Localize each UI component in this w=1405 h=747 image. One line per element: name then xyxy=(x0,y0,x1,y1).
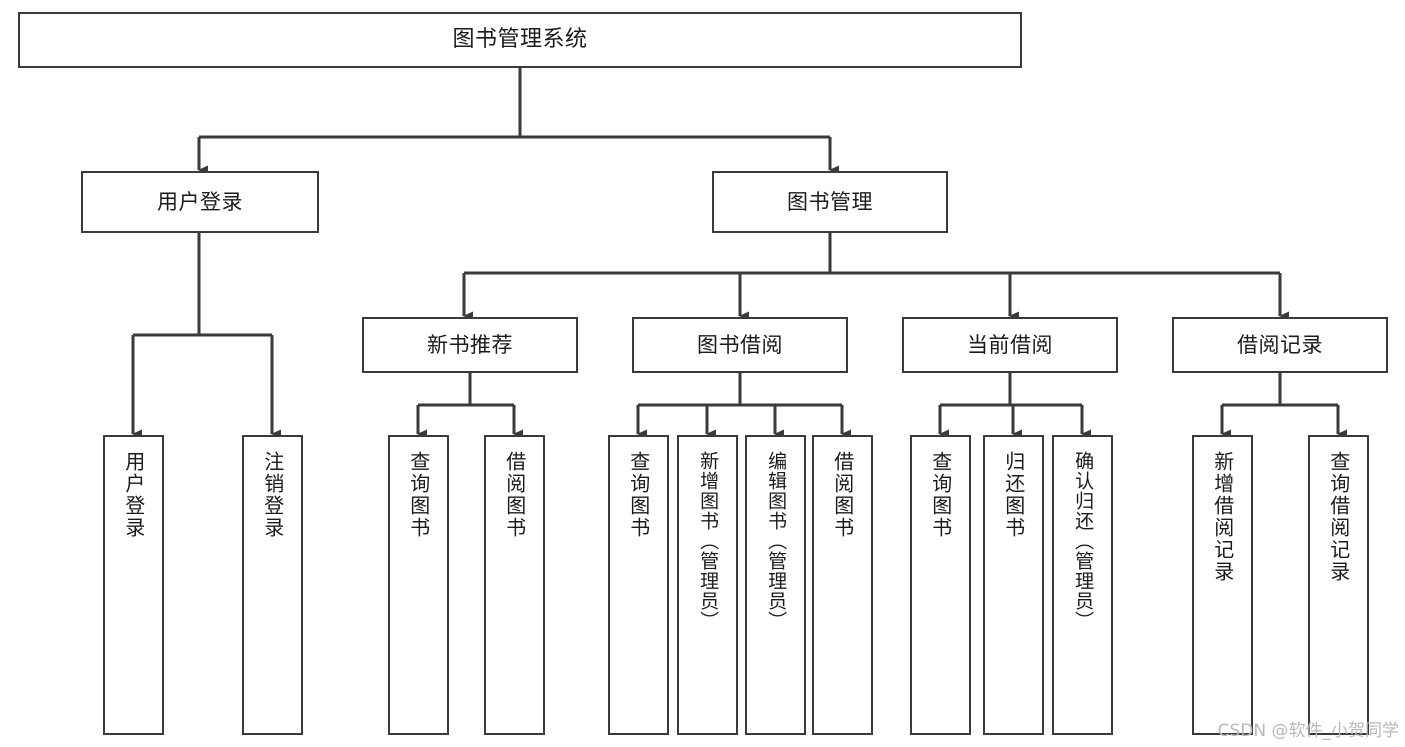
watermark-text: CSDN @软件_小贺同学 xyxy=(1217,721,1399,741)
node-label: 借阅图书 xyxy=(502,451,527,539)
node-label: 新增借阅记录 xyxy=(1210,451,1235,583)
node-leaf-confirm-return[interactable]: 确认归还（管理员） xyxy=(1052,435,1113,735)
node-leaf-query-book-rec[interactable]: 查询图书 xyxy=(388,435,449,735)
node-label: 确认归还（管理员） xyxy=(1072,451,1095,631)
node-leaf-query-book-borrow[interactable]: 查询图书 xyxy=(608,435,669,735)
node-root-system[interactable]: 图书管理系统 xyxy=(18,12,1022,68)
node-label: 查询图书 xyxy=(626,451,651,539)
node-label: 借阅记录 xyxy=(1237,332,1323,357)
connector-lines xyxy=(131,68,1347,439)
node-leaf-edit-book[interactable]: 编辑图书（管理员） xyxy=(745,435,806,735)
node-label: 用户登录 xyxy=(121,451,146,539)
node-label: 查询借阅记录 xyxy=(1326,451,1351,583)
node-label: 新增图书（管理员） xyxy=(697,451,720,631)
node-book-management[interactable]: 图书管理 xyxy=(712,171,948,233)
node-label: 用户登录 xyxy=(157,189,243,214)
node-label: 图书管理 xyxy=(787,189,873,214)
node-leaf-user-login[interactable]: 用户登录 xyxy=(103,435,164,735)
node-leaf-query-record[interactable]: 查询借阅记录 xyxy=(1308,435,1369,735)
node-borrow-records[interactable]: 借阅记录 xyxy=(1172,317,1388,373)
node-new-book-recommend[interactable]: 新书推荐 xyxy=(362,317,578,373)
node-label: 查询图书 xyxy=(406,451,431,539)
node-label: 编辑图书（管理员） xyxy=(765,451,788,631)
node-label: 图书借阅 xyxy=(697,332,783,357)
node-label: 当前借阅 xyxy=(967,332,1053,357)
node-leaf-borrow-book-rec[interactable]: 借阅图书 xyxy=(484,435,545,735)
node-leaf-query-book-current[interactable]: 查询图书 xyxy=(910,435,971,735)
node-leaf-return-book[interactable]: 归还图书 xyxy=(983,435,1044,735)
node-leaf-user-logout[interactable]: 注销登录 xyxy=(242,435,303,735)
node-current-borrow[interactable]: 当前借阅 xyxy=(902,317,1118,373)
node-leaf-borrow-book[interactable]: 借阅图书 xyxy=(812,435,873,735)
node-label: 查询图书 xyxy=(928,451,953,539)
node-leaf-add-record[interactable]: 新增借阅记录 xyxy=(1192,435,1253,735)
node-label: 注销登录 xyxy=(260,451,285,539)
node-user-login[interactable]: 用户登录 xyxy=(81,171,319,233)
node-leaf-add-book[interactable]: 新增图书（管理员） xyxy=(677,435,738,735)
node-label: 新书推荐 xyxy=(427,332,513,357)
node-book-borrow[interactable]: 图书借阅 xyxy=(632,317,848,373)
node-label: 归还图书 xyxy=(1001,451,1026,539)
node-label: 借阅图书 xyxy=(830,451,855,539)
node-label: 图书管理系统 xyxy=(452,27,588,53)
